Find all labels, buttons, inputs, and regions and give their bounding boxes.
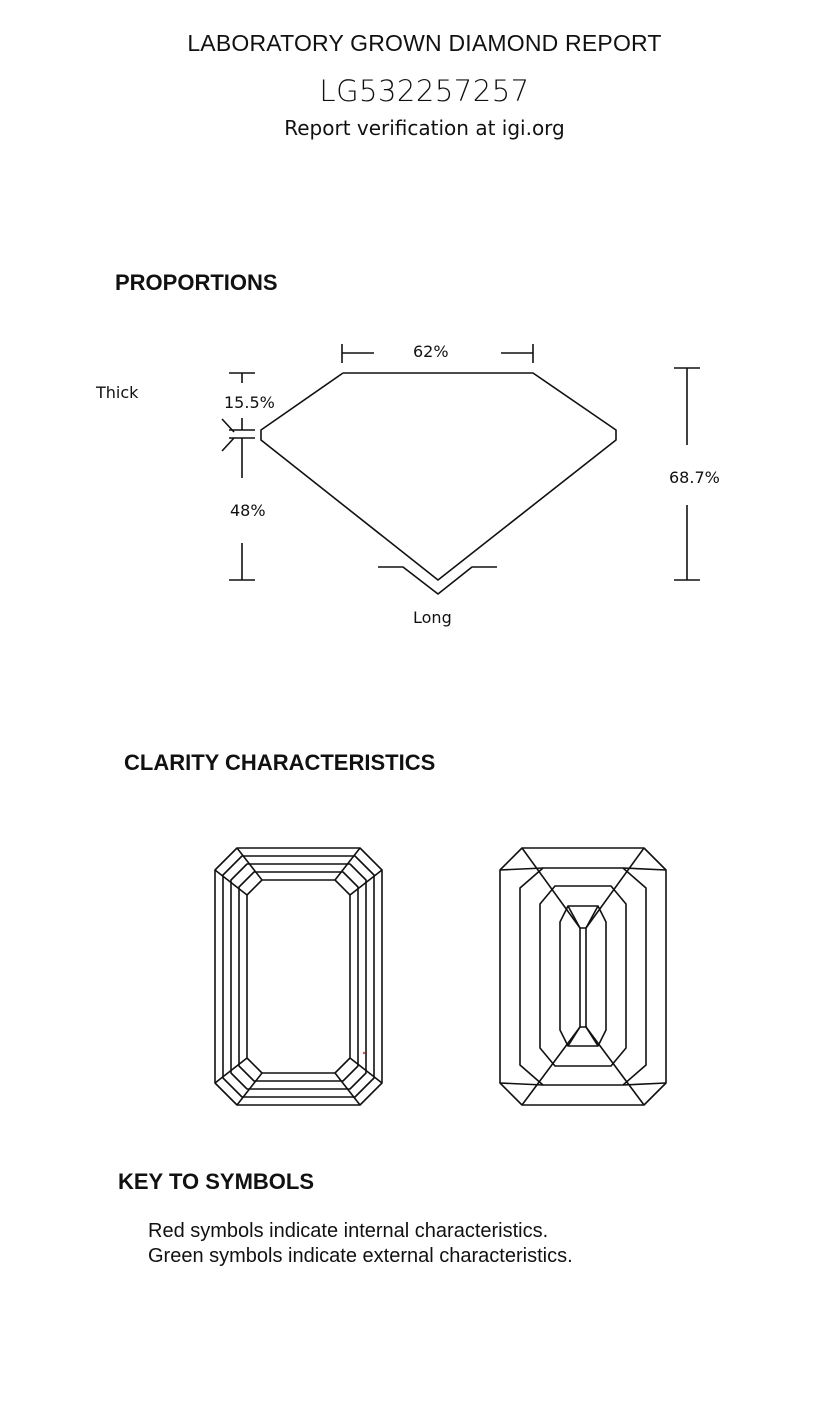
- culet-bracket: [378, 566, 497, 595]
- pavilion-keel-top: [567, 905, 599, 929]
- pavilion-corner-line: [521, 847, 581, 929]
- clarity-heading: CLARITY CHARACTERISTICS: [124, 750, 436, 775]
- pavilion-corner-line: [499, 1082, 544, 1086]
- crown-corner-line: [214, 1057, 248, 1084]
- key-internal-text: Red symbols indicate internal characteri…: [148, 1220, 549, 1242]
- pavilion-step-3: [559, 905, 607, 1047]
- pavilion-keel-bottom: [567, 1026, 599, 1047]
- pavilion-corner-line: [585, 1026, 645, 1106]
- internal-characteristic-marker: [362, 1051, 366, 1055]
- diamond-profile-outline: [260, 372, 617, 581]
- crown-step-1: [222, 855, 375, 1098]
- pavilion-step-1: [519, 867, 647, 1086]
- crown-corner-line: [334, 1072, 361, 1106]
- crown-corner-line: [236, 847, 263, 881]
- crown-corner-line: [349, 1057, 383, 1084]
- total-depth-percentage: 68.7%: [669, 468, 720, 487]
- emerald-pavilion-plot-icon: [499, 847, 667, 1106]
- proportions-heading: PROPORTIONS: [115, 270, 278, 295]
- pavilion-depth-percentage: 48%: [230, 501, 266, 520]
- girdle-tick-upper: [221, 418, 235, 433]
- clarity-plots: [214, 847, 667, 1106]
- pavilion-corner-line: [585, 847, 645, 929]
- pavilion-corner-line: [622, 1082, 667, 1086]
- crown-corner-line: [214, 869, 248, 896]
- emerald-crown-plot-icon: [214, 847, 383, 1106]
- crown-height-percentage: 15.5%: [224, 393, 275, 412]
- culet-label: Long: [413, 608, 452, 627]
- pavilion-step-2: [539, 885, 627, 1067]
- girdle-label: Thick: [96, 383, 139, 402]
- key-heading: KEY TO SYMBOLS: [118, 1169, 315, 1194]
- crown-step-2: [230, 863, 367, 1090]
- verification-text: Report verification at igi.org: [284, 116, 565, 140]
- proportions-diagram-icon: [221, 344, 700, 595]
- crown-corner-line: [236, 1072, 263, 1106]
- crown-corner-line: [334, 847, 361, 881]
- key-external-text: Green symbols indicate external characte…: [148, 1245, 573, 1267]
- pavilion-corner-line: [499, 867, 544, 871]
- girdle-tick-lower: [221, 437, 235, 452]
- pavilion-corner-line: [622, 867, 667, 871]
- crown-corner-line: [349, 869, 383, 896]
- pavilion-corner-line: [521, 1026, 581, 1106]
- report-title: LABORATORY GROWN DIAMOND REPORT: [187, 30, 662, 56]
- table-percentage: 62%: [413, 342, 449, 361]
- crown-table: [246, 879, 351, 1074]
- crown-step-3: [238, 871, 359, 1082]
- report-number: LG532257257: [319, 74, 530, 108]
